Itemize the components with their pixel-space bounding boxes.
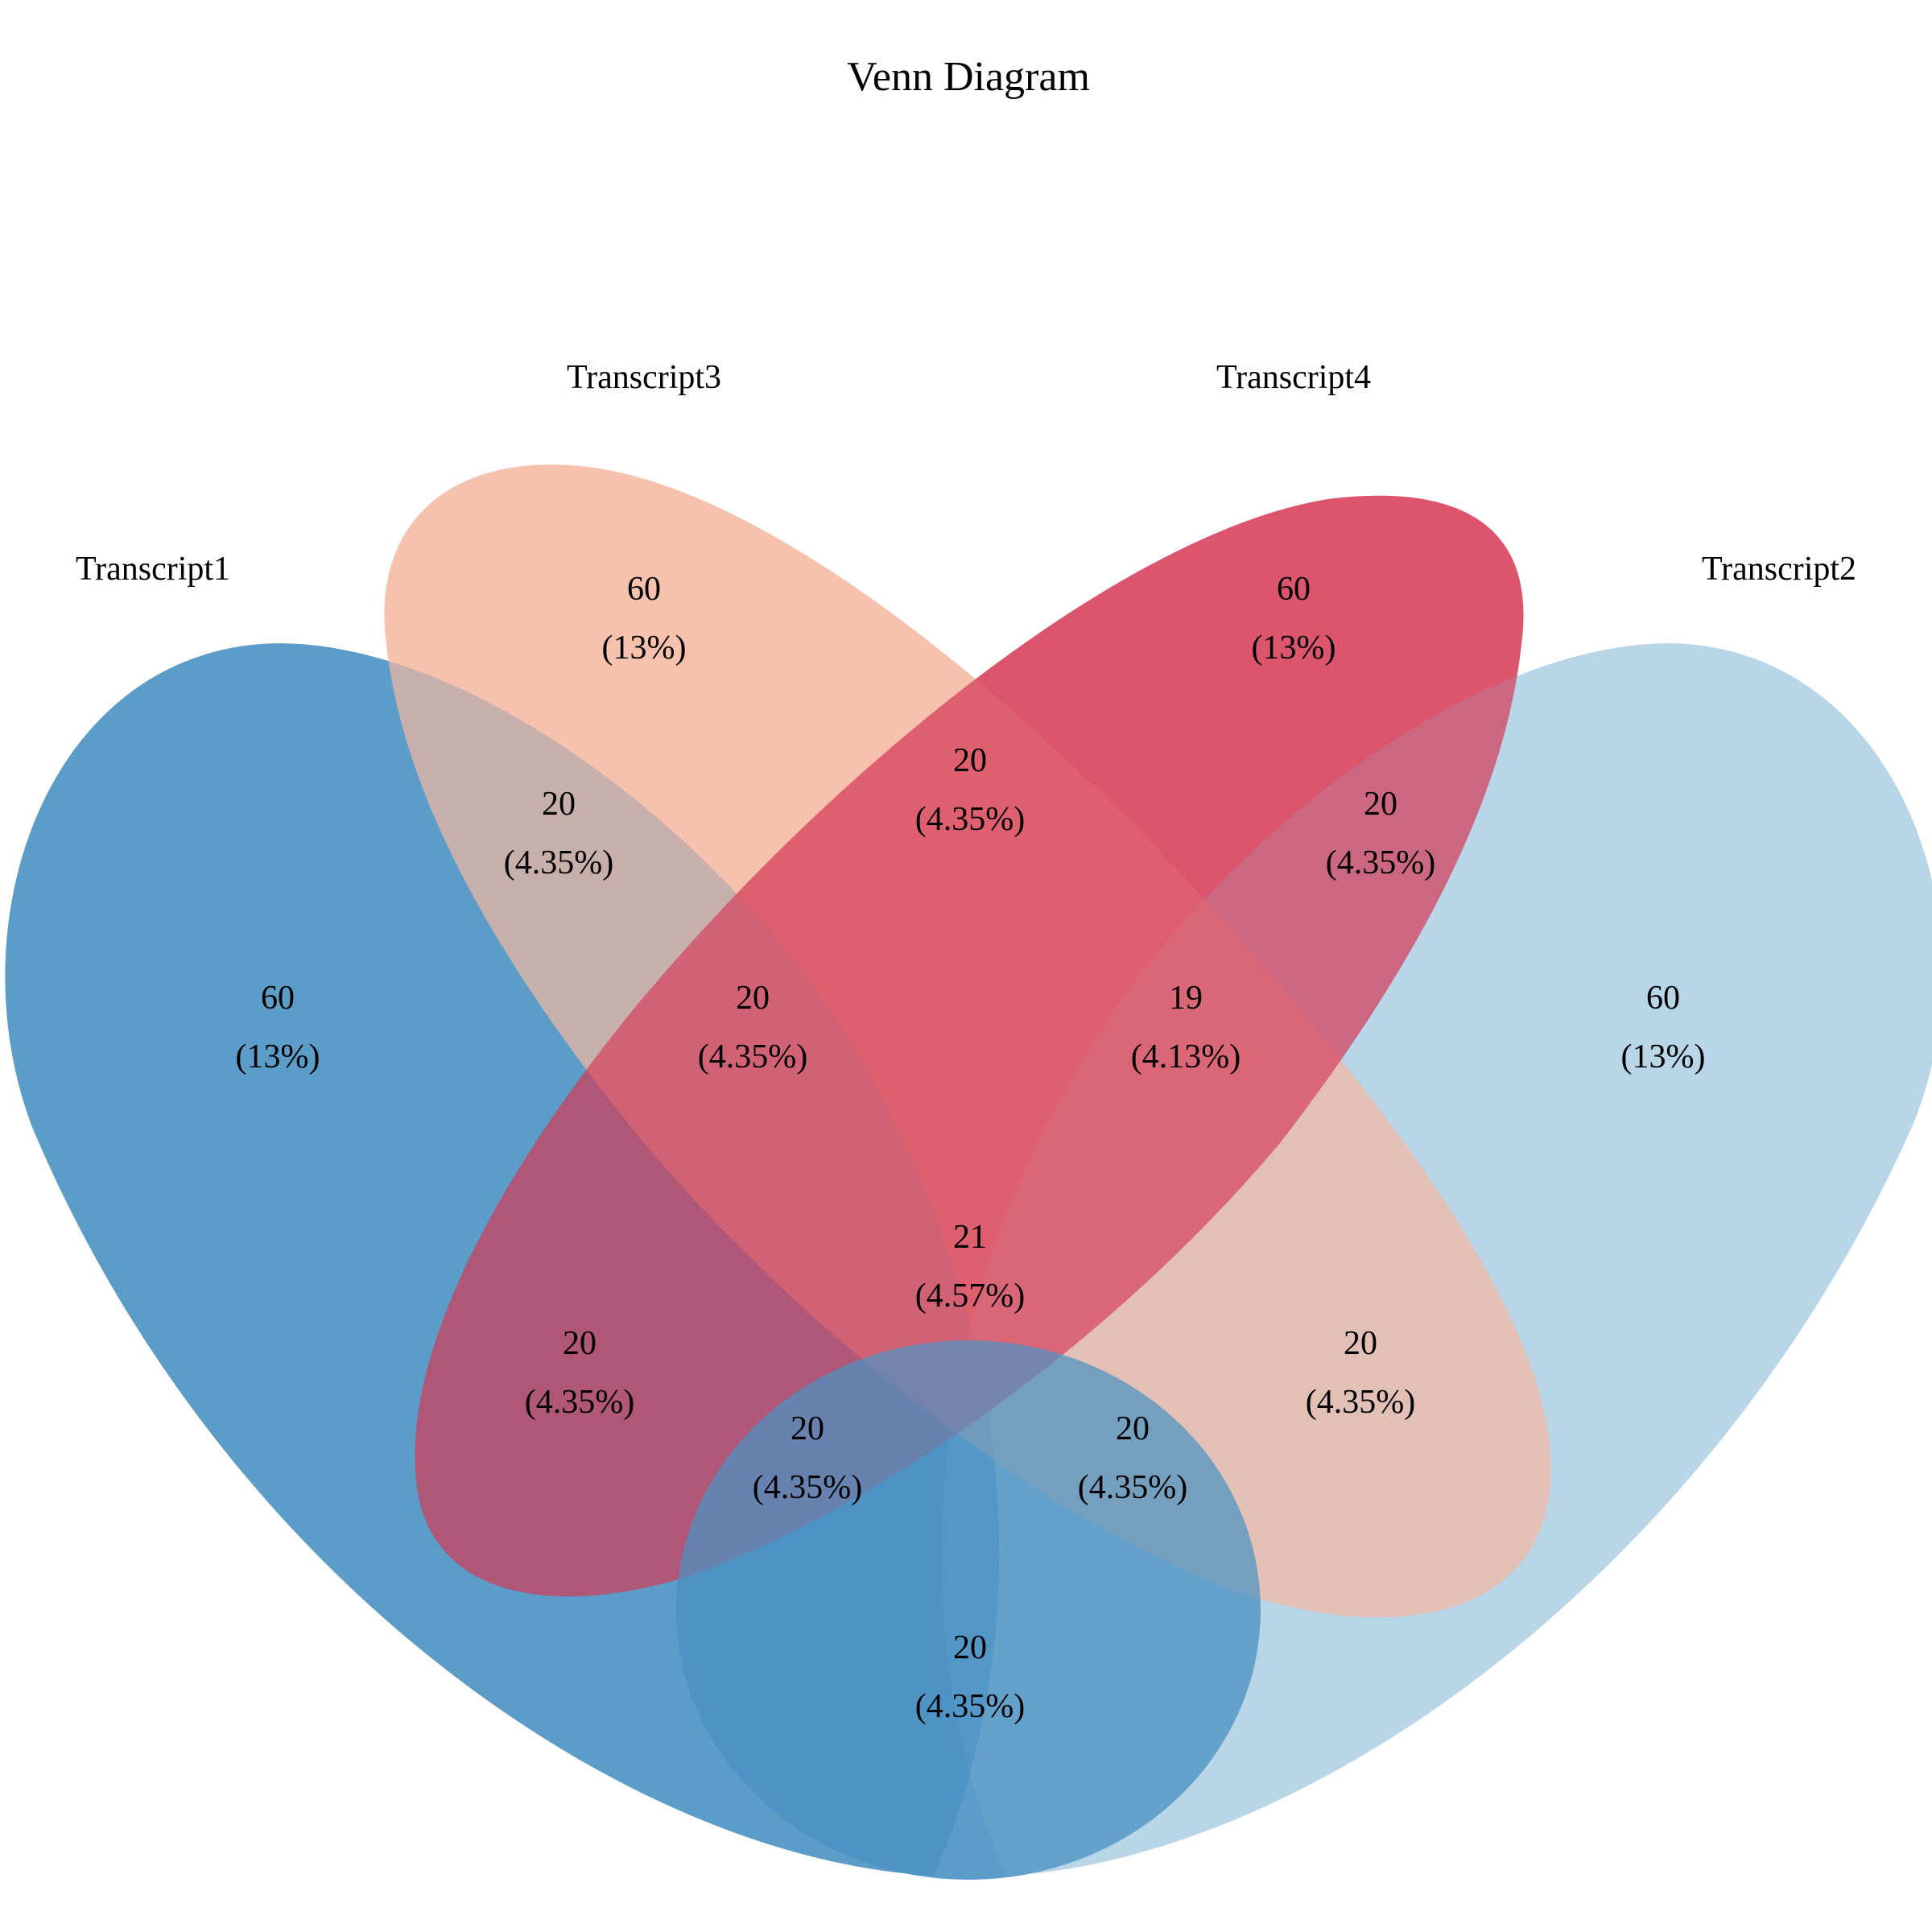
region-percent: (4.35%) bbox=[698, 1038, 807, 1075]
diagram-title: Venn Diagram bbox=[847, 54, 1090, 100]
outline-transcript1-lower-lobe bbox=[676, 1340, 1261, 1880]
region-percent: (4.35%) bbox=[915, 801, 1025, 838]
region-count: 20 bbox=[736, 980, 770, 1017]
region-label: 20 (4.35%) bbox=[1306, 1325, 1415, 1421]
region-count: 21 bbox=[953, 1219, 987, 1256]
region-percent: (13%) bbox=[602, 630, 687, 667]
region-label: 20 (4.35%) bbox=[504, 786, 613, 881]
region-count: 20 bbox=[1364, 786, 1397, 823]
region-percent: (13%) bbox=[1252, 630, 1336, 667]
set-label-transcript4: Transcript4 bbox=[1216, 359, 1371, 396]
region-percent: (4.35%) bbox=[1078, 1469, 1187, 1506]
region-percent: (13%) bbox=[236, 1038, 320, 1075]
region-percent: (4.57%) bbox=[915, 1278, 1025, 1315]
region-percent: (4.35%) bbox=[915, 1688, 1025, 1725]
region-label: 60 (13%) bbox=[602, 571, 687, 667]
region-count: 20 bbox=[953, 1629, 987, 1666]
set-outlines bbox=[5, 464, 1932, 1880]
region-count: 20 bbox=[1116, 1410, 1150, 1447]
region-label: 20 (4.35%) bbox=[915, 1629, 1025, 1725]
region-label: 21 (4.57%) bbox=[915, 1219, 1025, 1315]
region-percent: (4.35%) bbox=[753, 1469, 862, 1506]
region-count: 20 bbox=[953, 742, 987, 779]
region-count: 19 bbox=[1169, 980, 1203, 1017]
set-label-transcript3: Transcript3 bbox=[567, 359, 721, 396]
region-count: 20 bbox=[791, 1410, 824, 1447]
region-label: 60 (13%) bbox=[1621, 980, 1706, 1075]
region-label: 19 (4.13%) bbox=[1131, 980, 1241, 1075]
region-count: 20 bbox=[542, 786, 576, 823]
region-count: 60 bbox=[627, 571, 661, 608]
region-label: 60 (13%) bbox=[1252, 571, 1336, 667]
region-percent: (4.35%) bbox=[525, 1384, 634, 1421]
region-label: 20 (4.35%) bbox=[753, 1410, 862, 1506]
region-percent: (13%) bbox=[1621, 1038, 1706, 1075]
region-count: 60 bbox=[261, 980, 295, 1017]
region-label: 20 (4.35%) bbox=[698, 980, 807, 1075]
region-percent: (4.35%) bbox=[1326, 844, 1435, 881]
set-labels: Transcript1 Transcript2 Transcript3 Tran… bbox=[76, 359, 1856, 588]
region-label: 20 (4.35%) bbox=[1326, 786, 1435, 881]
region-count: 60 bbox=[1646, 980, 1680, 1017]
region-percent: (4.35%) bbox=[504, 844, 613, 881]
region-labels: 60 (13%) 60 (13%) 60 (13%) 60 (13%) 20 (… bbox=[236, 571, 1706, 1725]
region-count: 60 bbox=[1277, 571, 1311, 608]
set-label-transcript2: Transcript2 bbox=[1702, 551, 1856, 588]
region-count: 20 bbox=[563, 1325, 597, 1362]
region-percent: (4.13%) bbox=[1131, 1038, 1241, 1075]
region-label: 20 (4.35%) bbox=[525, 1325, 634, 1421]
set-label-transcript1: Transcript1 bbox=[76, 551, 230, 588]
region-count: 20 bbox=[1344, 1325, 1377, 1362]
region-label: 60 (13%) bbox=[236, 980, 320, 1075]
region-label: 20 (4.35%) bbox=[915, 742, 1025, 838]
region-label: 20 (4.35%) bbox=[1078, 1410, 1187, 1506]
region-percent: (4.35%) bbox=[1306, 1384, 1415, 1421]
